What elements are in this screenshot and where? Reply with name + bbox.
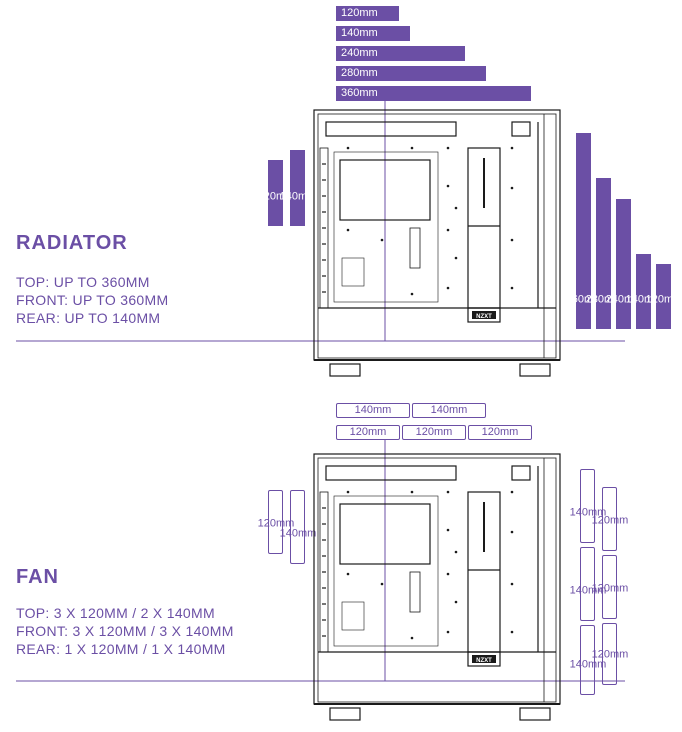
fan-top-box-120-a: 120mm [336,425,400,440]
fan-top-box-120-c: 120mm [468,425,532,440]
radiator-top-bar-140: 140mm [336,26,410,41]
radiator-case-illustration: NZXT [313,109,561,377]
fan-top-box-120-b: 120mm [402,425,466,440]
radiator-rear-bar-140: 140mm [279,150,316,226]
fan-top-box-140-a: 140mm [336,403,410,418]
radiator-heading: RADIATOR [16,232,128,254]
fan-top-box-140-b: 140mm [412,403,486,418]
radiator-rear-spec: REAR: UP TO 140MM [16,310,161,326]
radiator-front-spec: FRONT: UP TO 360MM [16,292,169,308]
fan-case-logo: NZXT [476,658,492,664]
radiator-top-bar-280: 280mm [336,66,486,81]
fan-rear-box-120: 120mm [257,490,294,554]
radiator-rear-bar-120: 120mm [257,160,294,226]
fan-case-illustration: NZXT [313,453,561,721]
radiator-front-bar-360: 360mm [565,133,602,329]
fan-front-box-120-b: 120mm [591,555,628,619]
fan-front-spec: FRONT: 3 X 120MM / 3 X 140MM [16,623,234,639]
radiator-case-logo: NZXT [476,314,492,320]
radiator-front-bar-240: 240mm [605,199,642,329]
fan-front-box-120-a: 120mm [591,487,628,551]
radiator-top-spec: TOP: UP TO 360MM [16,274,150,290]
fan-front-box-140-b: 140mm [569,547,606,621]
radiator-top-bar-120: 120mm [336,6,399,21]
fan-front-box-140-a: 140mm [569,469,606,543]
radiator-front-bar-120: 120mm [645,264,682,329]
fan-rear-box-140: 140mm [279,490,316,564]
fan-front-box-120-c: 120mm [591,623,628,685]
fan-front-box-140-c: 140mm [569,625,606,695]
radiator-front-bar-280: 280mm [585,178,622,329]
radiator-top-bar-240: 240mm [336,46,465,61]
fan-rear-spec: REAR: 1 X 120MM / 1 X 140MM [16,641,226,657]
radiator-front-bar-140: 140mm [625,254,662,329]
fan-heading: FAN [16,566,59,588]
fan-top-spec: TOP: 3 X 120MM / 2 X 140MM [16,605,215,621]
